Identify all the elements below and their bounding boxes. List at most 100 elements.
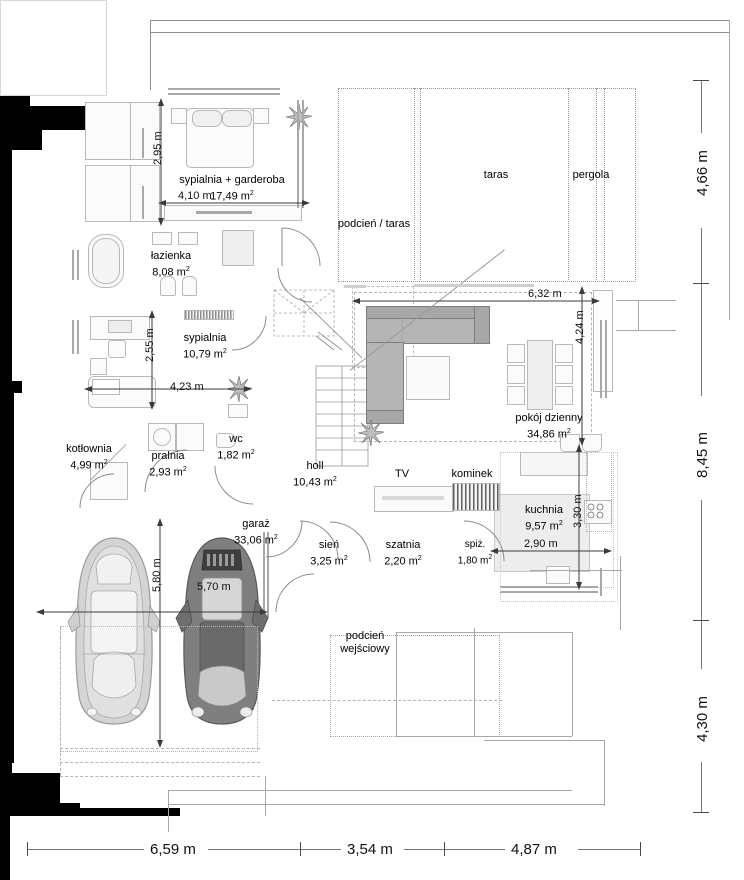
foundation-line-1 [60,748,260,749]
room-area: 10,43 m [293,476,333,489]
dim-label-living-depth: 4,24 m [574,310,586,344]
dim-sypialnia-width [84,386,252,392]
entry-path-vert [604,740,605,806]
wc-sink [228,404,248,418]
dim-tick-bottom-0 [27,842,28,856]
window-left-sypialnia-b [77,320,79,354]
dining-chair-l3 [507,386,525,405]
window-left-bath [72,250,74,280]
window-right-kitchen [600,568,602,596]
dim-tick-right-1 [693,283,709,284]
wardrobe-right-upper [130,102,160,160]
window-right-living-b [605,320,607,398]
window-right-bedroom [297,100,299,208]
armchair-1 [560,434,580,452]
room-name: kotłownia [66,443,112,455]
sofa-seat-vertical [366,342,404,422]
room-area: 17,49 m [210,190,250,203]
roof-line-top-2 [150,32,730,33]
washing-machine-drum [153,428,171,446]
room-name: sień [318,539,340,551]
wardrobe-rail-2 [142,186,144,219]
dining-chair-l1 [507,344,525,363]
wardrobe-rail-1 [142,128,144,158]
sink-left [152,232,172,245]
room-area: 10,79 m [183,348,223,361]
dim-line-right-a1 [701,81,702,133]
entry-path-2 [168,804,604,805]
sofa-arm-right [474,306,490,344]
wall-bottom-garage [0,773,60,803]
dim-label-right-2: 4,30 m [694,696,711,742]
monitor [108,320,132,333]
label-tv: TV [394,468,410,480]
room-label-pokoj-dzienny: pokój dzienny 34,86 m2 [496,412,602,442]
washing-machine [148,423,176,451]
window-right-bedroom-b [302,100,304,208]
foundation-line-4 [272,700,502,701]
roof-line-left [150,20,151,90]
car-light [66,536,162,726]
wall-top-bedroom [0,106,92,118]
dim-label-bedroom-width: 4,10 m [178,190,212,202]
dim-label-kitchen-width: 2,90 m [524,538,558,550]
room-area: 2,93 m [149,466,183,479]
dim-label-kitchen-depth: 3,30 m [572,494,584,528]
dining-chair-r2 [555,365,573,384]
window-top-bedroom-b [168,93,280,95]
garage-apron-left [60,626,61,776]
room-area: 3,25 m [310,555,344,568]
room-name: wc [229,433,243,445]
bidet-bath [182,276,197,296]
dim-tick-bottom-2 [444,842,445,856]
area-superscript: 2 [103,459,108,466]
terrace-right-edge-1 [620,556,621,630]
chimney-block [0,0,107,96]
wall-bath-top [0,808,180,816]
area-superscript: 2 [566,428,571,435]
desk-chair [108,340,126,358]
room-label-spiz: spiż. 1,80 m2 [446,538,504,567]
label-taras: taras [483,169,509,181]
dim-tick-right-0 [693,80,709,81]
wardrobe-right-lower [130,165,160,222]
label-kominek: kominek [451,468,493,480]
bathtub-inner [92,238,120,284]
area-superscript: 2 [182,466,187,473]
room-label-garaz: garaż 33,06 m2 [218,518,294,548]
label-line-2: wejściowy [340,643,390,655]
dim-line-bottom-b1 [301,849,341,850]
roof-line-right [729,20,730,320]
area-superscript: 2 [273,534,278,541]
car-dark [174,536,270,726]
dim-line-right-c1 [701,621,702,669]
terrace-inner-divider-2 [420,88,421,280]
side-cabinet [90,358,107,375]
sink-right [178,232,198,245]
wall-bath-right [0,816,10,880]
dim-label-sypialnia-depth: 2,55 m [144,328,156,362]
right-edge-vertical [638,300,639,330]
dim-label-bottom-2: 4,87 m [511,841,557,858]
window-left-bath-b [77,250,79,280]
dim-tick-bottom-1 [300,842,301,856]
staircase [315,365,369,467]
room-label-sypialnia: sypialnia 10,79 m2 [160,332,250,362]
wall-left-garage-notch [0,763,12,773]
dim-line-bottom-c1 [445,849,505,850]
entry-porch-box-r [572,632,573,736]
area-superscript: 2 [488,554,493,561]
room-area: 2,20 m [384,555,418,568]
room-label-sien: sień 3,25 m2 [298,539,360,569]
window-bottom-kitchen [500,586,598,588]
room-name: garaż [242,518,270,530]
window-top-bedroom [168,88,280,90]
wardrobe-left-upper [85,102,132,160]
wardrobe-left-lower [85,165,132,222]
room-name: spiż. [464,539,486,550]
room-name: pokój dzienny [515,412,583,424]
hob-burners [586,502,608,520]
window-garage-door-b [267,532,269,618]
room-area: 34,86 m [527,428,567,441]
